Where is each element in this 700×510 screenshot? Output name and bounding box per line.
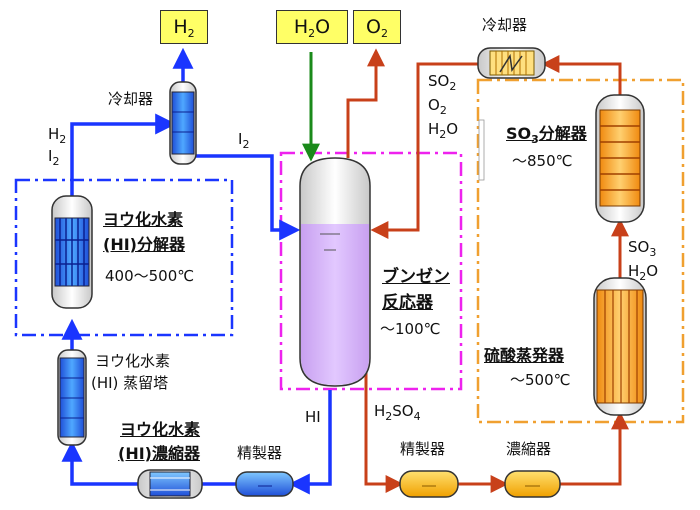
hi-column-label-1: ヨウ化水素 (95, 352, 171, 370)
hi-purifier-label: 精製器 (237, 444, 283, 462)
flow-decomposer-to-cooler (70, 113, 177, 196)
flow-label-hi: HI (305, 408, 321, 426)
hi-concentrator-label-2: (HI)濃縮器 (118, 444, 200, 463)
so3-decomposer-label: SO3分解器 (506, 124, 587, 146)
flow-hi-from-bunsen (288, 390, 332, 495)
bunsen-zone (279, 151, 463, 391)
hi-decomposer-label-2: (HI)分解器 (103, 235, 185, 254)
top-cooler-label: 冷却器 (482, 16, 528, 34)
left-cooler-label: 冷却器 (108, 90, 154, 108)
evaporator-label: 硫酸蒸発器 (484, 346, 565, 365)
bunsen-label-1: ブンゼン (382, 267, 450, 287)
flow-label-h2so4: H2SO4 (374, 402, 421, 423)
so3-decomposer (595, 94, 645, 223)
h2o-input-box: H2O (276, 10, 348, 44)
hi-decomposition-zone (14, 178, 234, 337)
top-cooler (477, 47, 546, 79)
hi-distillation-column (57, 349, 87, 446)
hi-decomposer-label-1: ヨウ化水素 (103, 210, 184, 229)
pipe-marker (478, 119, 485, 181)
sulfuric-concentrator-label: 濃縮器 (506, 440, 552, 458)
flow-cooler-to-bunsen (181, 154, 301, 241)
sulfuric-purifier (399, 470, 459, 498)
bunsen-temp: ～100℃ (380, 320, 441, 338)
sulfuric-concentrator (504, 470, 561, 498)
flow-bunsen-to-h2so4 (364, 360, 404, 493)
flow-concentrator-to-evaporator (560, 411, 629, 486)
sulfuric-evaporator (593, 277, 647, 416)
o2-output-box: O2 (353, 10, 401, 44)
flow-concentrator-to-column (61, 440, 138, 486)
hi-decomposer (51, 195, 93, 309)
sulfuric-purifier-label: 精製器 (400, 440, 446, 458)
flow-label-so2-o2-h2o: SO2 O2 H2O (428, 72, 459, 141)
flow-label-i2: I2 (238, 130, 250, 151)
flow-cooler-to-bunsen-r (370, 62, 478, 239)
flow-label-h2-i2: H2 I2 (48, 125, 67, 168)
sulfuric-zone (476, 78, 685, 424)
evaporator-temp: ～500℃ (510, 371, 571, 389)
hi-decomposer-temp: 400～500℃ (105, 267, 195, 285)
left-cooler (169, 81, 197, 165)
flow-so3-to-cooler (541, 55, 622, 95)
hi-concentrator-label-1: ヨウ化水素 (120, 420, 201, 439)
flow-label-so3-h2o: SO3 H2O (628, 238, 659, 283)
bunsen-label-2: 反応器 (382, 293, 433, 313)
so3-decomposer-temp: ～850℃ (512, 152, 573, 170)
bunsen-reactor (299, 157, 371, 387)
hi-column-label-2: (HI) 蒸留塔 (91, 374, 169, 392)
h2-output-box: H2 (160, 10, 208, 44)
flow-bunsen-to-o2 (346, 48, 385, 158)
hi-concentrator (137, 469, 203, 499)
hi-purifier (235, 471, 294, 497)
